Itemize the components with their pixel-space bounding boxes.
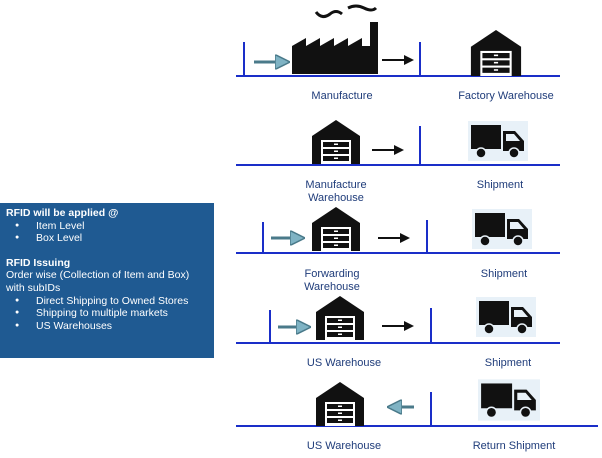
list-item: Shipping to multiple markets <box>6 307 208 320</box>
issuing-description: Order wise (Collection of Item and Box) … <box>6 269 190 294</box>
warehouse-icon <box>316 296 364 340</box>
step-label-left: Manufacture <box>311 90 372 102</box>
factory-icon <box>292 4 378 74</box>
list-item: US Warehouses <box>6 320 208 333</box>
step-label-right: Shipment <box>485 357 531 369</box>
rfid-info-panel: RFID will be applied @ Item Level Box Le… <box>0 203 214 358</box>
issuing-heading: RFID Issuing <box>6 256 71 269</box>
truck-icon <box>472 208 532 250</box>
warehouse-icon <box>470 30 522 76</box>
step-label-left: US Warehouse <box>307 440 381 452</box>
flow-row-4: US Warehouse Shipment <box>236 296 560 369</box>
warehouse-icon <box>312 207 360 251</box>
warehouse-icon <box>316 382 364 426</box>
step-label-right: Return Shipment <box>473 440 556 452</box>
step-label-right: Shipment <box>477 179 523 191</box>
applied-levels-list: Item Level Box Level <box>6 220 208 245</box>
list-item: Box Level <box>6 232 208 245</box>
list-item: Direct Shipping to Owned Stores <box>6 295 208 308</box>
applied-heading: RFID will be applied @ <box>6 207 119 219</box>
list-item: Item Level <box>6 220 208 233</box>
step-label-right: Shipment <box>481 268 527 280</box>
flow-row-1: Manufacture Factory Warehouse <box>236 4 560 102</box>
truck-icon <box>478 378 540 422</box>
step-label-left: US Warehouse <box>307 357 381 369</box>
warehouse-icon <box>312 120 360 164</box>
step-label-right: Factory Warehouse <box>458 90 554 102</box>
issuing-targets-list: Direct Shipping to Owned Stores Shipping… <box>6 295 208 333</box>
flow-row-5: US Warehouse Return Shipment <box>236 378 598 452</box>
truck-icon <box>476 296 536 338</box>
truck-icon <box>468 120 528 162</box>
